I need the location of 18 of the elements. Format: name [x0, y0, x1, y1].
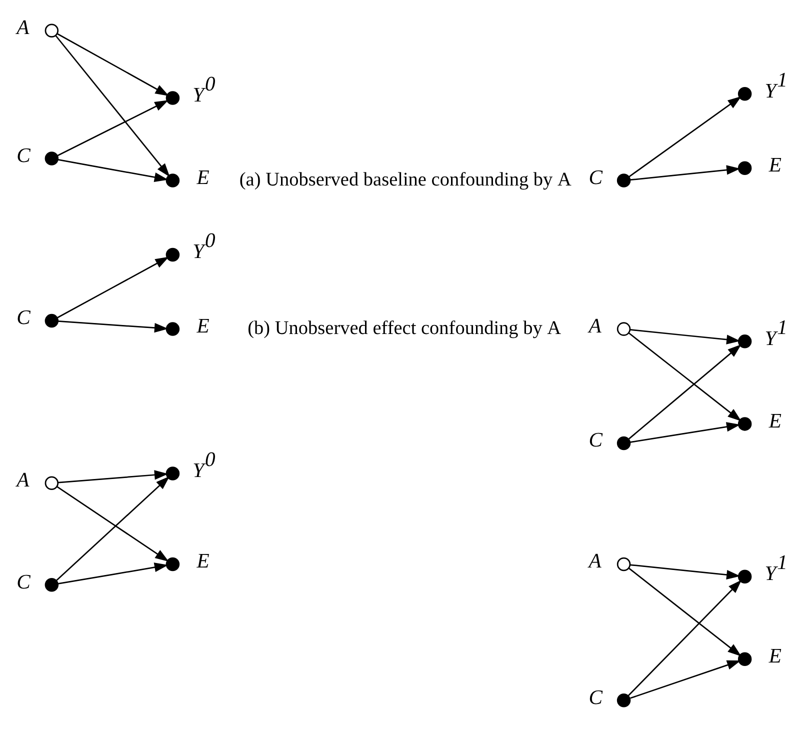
node-label: C — [16, 571, 30, 594]
node-label: C — [588, 166, 602, 189]
node-label: E — [196, 315, 210, 338]
node-label: E — [768, 646, 782, 668]
node-label: E — [768, 410, 782, 432]
node-label: C — [588, 430, 602, 452]
node-label: E — [768, 154, 782, 177]
node-label: A — [16, 470, 30, 492]
node-label: E — [196, 550, 210, 573]
node-label: C — [16, 307, 30, 330]
label: (a) Unobserved baseline confounding by A — [239, 170, 572, 191]
node-label: C — [16, 144, 30, 167]
node-label: A — [16, 17, 30, 40]
label: (b) Unobserved effect confounding by A — [248, 318, 562, 340]
node-label: A — [588, 315, 602, 338]
node-label: E — [196, 166, 210, 189]
node-label: A — [588, 550, 602, 573]
node-label: C — [588, 686, 602, 709]
